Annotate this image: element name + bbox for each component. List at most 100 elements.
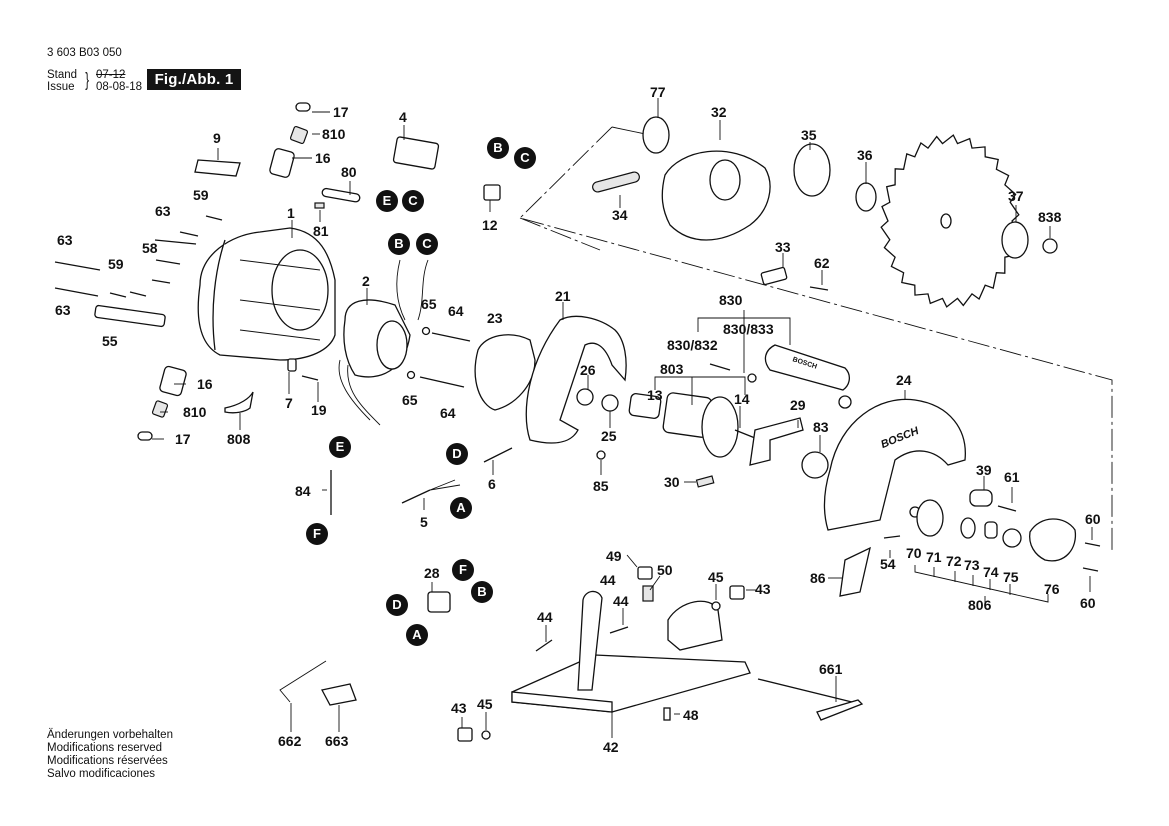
bushing bbox=[969, 489, 993, 507]
cap bbox=[642, 116, 670, 154]
callout-662: 662 bbox=[278, 733, 302, 749]
washer bbox=[406, 370, 416, 380]
spring bbox=[642, 585, 654, 602]
assembly-axis-line bbox=[519, 217, 601, 251]
flange bbox=[855, 182, 877, 212]
callout-33: 33 bbox=[775, 239, 791, 255]
screw bbox=[1082, 567, 1099, 572]
callout-808: 808 bbox=[227, 431, 251, 447]
connector-badge-b: B bbox=[388, 233, 410, 255]
callout-14: 14 bbox=[734, 391, 750, 407]
switch-lever bbox=[321, 187, 361, 203]
callout-64: 64 bbox=[448, 303, 464, 319]
callout-806: 806 bbox=[968, 597, 992, 613]
lock-plate bbox=[984, 521, 998, 539]
callout-64: 64 bbox=[440, 405, 456, 421]
saw-blade bbox=[880, 134, 1020, 308]
brace-icon: } bbox=[85, 70, 90, 91]
motor-housing bbox=[197, 227, 336, 361]
callout-830: 830 bbox=[719, 292, 743, 308]
connector-badge-f: F bbox=[452, 559, 474, 581]
washer bbox=[421, 326, 431, 336]
spring bbox=[592, 171, 640, 193]
callout-26: 26 bbox=[580, 362, 596, 378]
callout-42: 42 bbox=[603, 739, 619, 755]
callout-1: 1 bbox=[287, 205, 295, 221]
connector-badge-c: C bbox=[416, 233, 438, 255]
label-plate bbox=[839, 546, 871, 597]
connector-badge-c: C bbox=[514, 147, 536, 169]
screw bbox=[1084, 542, 1101, 547]
wing-nut bbox=[729, 585, 745, 600]
callout-63: 63 bbox=[55, 302, 71, 318]
spring bbox=[314, 202, 325, 209]
callout-65: 65 bbox=[402, 392, 418, 408]
stand-value: 07-12 bbox=[96, 69, 126, 81]
screw bbox=[997, 505, 1017, 512]
connector-badge-b: B bbox=[487, 137, 509, 159]
fan-baffle bbox=[474, 334, 536, 411]
callout-75: 75 bbox=[1003, 569, 1019, 585]
rear-handle bbox=[525, 315, 627, 444]
callout-37: 37 bbox=[1008, 188, 1024, 204]
callout-35: 35 bbox=[801, 127, 817, 143]
callout-49: 49 bbox=[606, 548, 622, 564]
callout-19: 19 bbox=[311, 402, 327, 418]
bearing bbox=[1002, 528, 1022, 548]
callout-7: 7 bbox=[285, 395, 293, 411]
callout-6: 6 bbox=[488, 476, 496, 492]
screw bbox=[419, 376, 465, 388]
guide-plate bbox=[321, 683, 357, 706]
callout-39: 39 bbox=[976, 462, 992, 478]
callout-70: 70 bbox=[906, 545, 922, 561]
note-fr: Modifications réservées bbox=[47, 755, 168, 767]
gear-housing-flange bbox=[1029, 518, 1077, 562]
kit-bracket bbox=[654, 376, 746, 405]
armature bbox=[628, 392, 756, 458]
callout-74: 74 bbox=[983, 564, 999, 580]
washer bbox=[576, 388, 594, 406]
connector-badge-e: E bbox=[376, 190, 398, 212]
callout-83: 83 bbox=[813, 419, 829, 435]
callout-45: 45 bbox=[477, 696, 493, 712]
callout-30: 30 bbox=[664, 474, 680, 490]
callout-63: 63 bbox=[57, 232, 73, 248]
retaining-ring bbox=[960, 517, 976, 539]
callout-810: 810 bbox=[322, 126, 346, 142]
washer bbox=[711, 601, 721, 611]
callout-77: 77 bbox=[650, 84, 666, 100]
base-plate bbox=[511, 590, 751, 713]
washer bbox=[601, 394, 619, 412]
screw bbox=[431, 332, 471, 342]
gear bbox=[916, 499, 944, 537]
wing-nut bbox=[637, 566, 653, 580]
callout-23: 23 bbox=[487, 310, 503, 326]
callout-16: 16 bbox=[197, 376, 213, 392]
callout-29: 29 bbox=[790, 397, 806, 413]
callout-838: 838 bbox=[1038, 209, 1062, 225]
hex-key bbox=[279, 660, 327, 703]
screw bbox=[535, 639, 553, 652]
callout-5: 5 bbox=[420, 514, 428, 530]
spring bbox=[695, 475, 715, 488]
kit-bracket bbox=[697, 310, 791, 373]
callout-76: 76 bbox=[1044, 581, 1060, 597]
note-es: Salvo modificaciones bbox=[47, 768, 156, 780]
circlip bbox=[793, 143, 831, 197]
callout-72: 72 bbox=[946, 553, 962, 569]
callout-60: 60 bbox=[1080, 595, 1096, 611]
callout-803: 803 bbox=[660, 361, 684, 377]
callout-55: 55 bbox=[102, 333, 118, 349]
callout-21: 21 bbox=[555, 288, 571, 304]
callout-28: 28 bbox=[424, 565, 440, 581]
callout-13: 13 bbox=[647, 387, 663, 403]
callout-63: 63 bbox=[155, 203, 171, 219]
callout-73: 73 bbox=[964, 557, 980, 573]
callout-36: 36 bbox=[857, 147, 873, 163]
callout-16: 16 bbox=[315, 150, 331, 166]
callout-810: 810 bbox=[183, 404, 207, 420]
callout-2: 2 bbox=[362, 273, 370, 289]
callout-58: 58 bbox=[142, 240, 158, 256]
